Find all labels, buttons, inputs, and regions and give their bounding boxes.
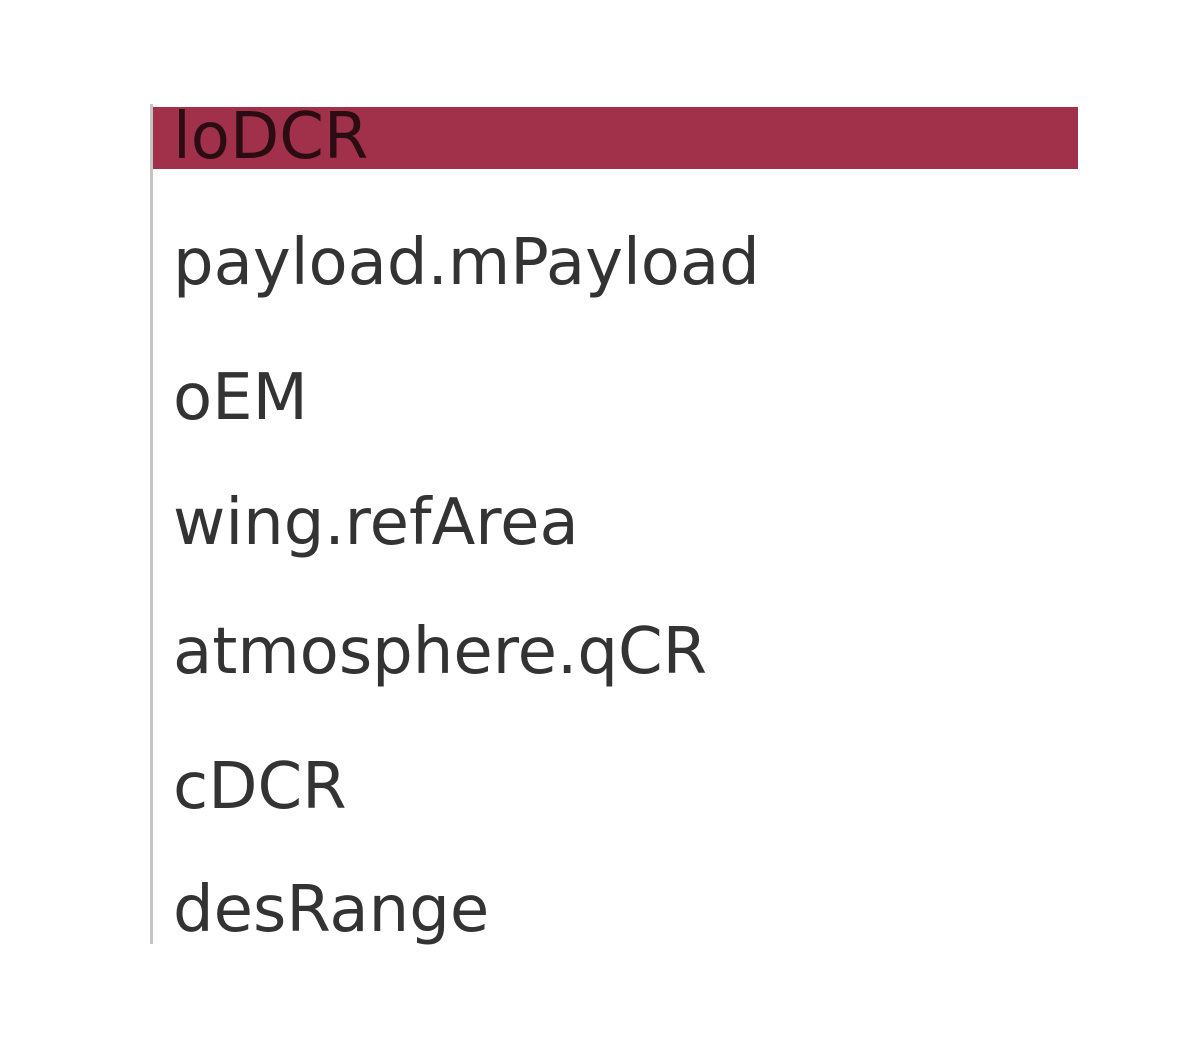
list-item-desrange[interactable]: desRange xyxy=(153,874,1078,946)
list-item-payload-mpayload[interactable]: payload.mPayload xyxy=(153,227,1078,299)
list-item-lodcr[interactable]: loDCR xyxy=(153,101,1078,173)
list-item-label: wing.refArea xyxy=(173,486,579,560)
list-item-label: oEM xyxy=(173,361,308,435)
list-item-atmosphere-qcr[interactable]: atmosphere.qCR xyxy=(153,616,1078,688)
list-item-label: desRange xyxy=(173,873,490,947)
list-item-label: cDCR xyxy=(173,750,347,824)
list-item-wing-refarea[interactable]: wing.refArea xyxy=(153,487,1078,559)
list-item-label: payload.mPayload xyxy=(173,226,760,300)
variable-list[interactable]: loDCR payload.mPayload oEM wing.refArea … xyxy=(150,101,1078,946)
list-item-label: atmosphere.qCR xyxy=(173,615,708,689)
list-item-cdcr[interactable]: cDCR xyxy=(153,751,1078,823)
list-item-label: loDCR xyxy=(173,100,369,174)
list-item-oem[interactable]: oEM xyxy=(153,362,1078,434)
